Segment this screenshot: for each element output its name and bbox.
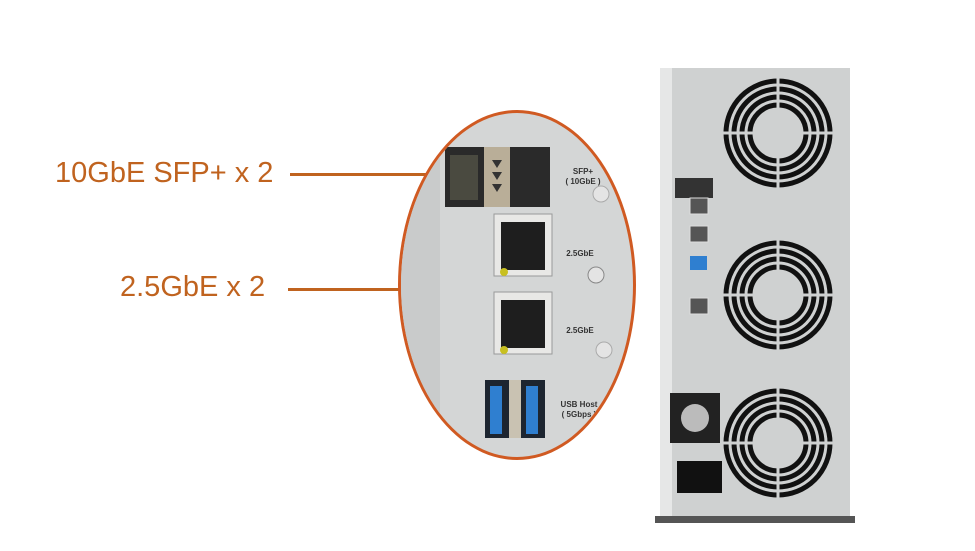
- label-sfp-line2: ( 10GbE ): [565, 177, 601, 186]
- mini-sfp: [675, 178, 713, 198]
- power-socket: [677, 461, 722, 493]
- label-usb: USB Host( 5Gbps ): [551, 400, 607, 420]
- mini-usb: [690, 256, 707, 270]
- label-lan1: 2.5GbE: [566, 249, 594, 258]
- mini-rj45: [689, 197, 709, 215]
- fan-grille: [720, 385, 836, 501]
- rj45-port-1: [493, 213, 553, 277]
- label-sfp-line1: SFP+: [572, 167, 594, 176]
- label-sfp: SFP+( 10GbE ): [558, 167, 608, 187]
- port-zoom-ellipse: SFP+( 10GbE ) 2.5GbE 2.5GbE USB Host( 5G…: [398, 110, 636, 460]
- mini-rj45: [689, 225, 709, 243]
- screw-icon: [587, 266, 605, 284]
- screw-icon: [592, 185, 610, 203]
- screw-icon: [595, 341, 613, 359]
- callout-sfp: 10GbE SFP+ x 2: [55, 157, 274, 189]
- port-panel-illustration: [401, 113, 613, 457]
- label-usb-line2: ( 5Gbps ): [561, 410, 597, 419]
- rj45-port-2: [493, 291, 553, 355]
- label-usb-line1: USB Host: [560, 400, 598, 409]
- callout-line-2-5gbe: [288, 288, 493, 291]
- nas-rear-panel: [655, 68, 855, 523]
- mini-rj45: [689, 297, 709, 315]
- fan-grille: [720, 237, 836, 353]
- callout-2-5gbe: 2.5GbE x 2: [120, 271, 266, 303]
- usb-ports: [485, 380, 545, 438]
- callout-line-sfp: [290, 173, 450, 176]
- label-lan2: 2.5GbE: [566, 326, 594, 335]
- sfp-ports: [445, 147, 550, 207]
- fan-grille: [720, 75, 836, 191]
